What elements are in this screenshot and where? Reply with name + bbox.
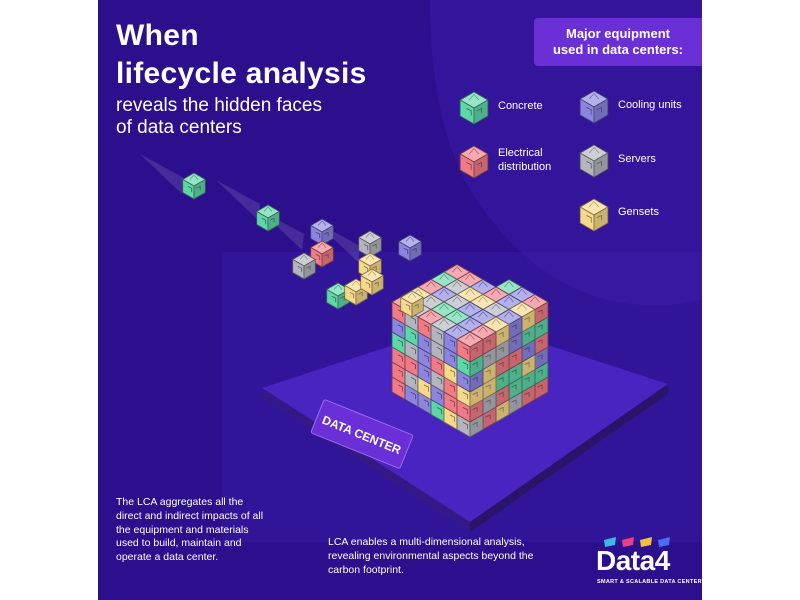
- legend-label-line: distribution: [498, 161, 552, 173]
- title-line-2: lifecycle analysis: [116, 57, 367, 90]
- legend-label-line: Concrete: [498, 100, 543, 112]
- legend-swatch-icon: [579, 198, 609, 232]
- legend-label-line: Electrical: [498, 147, 543, 159]
- legend-swatch-icon: [579, 90, 609, 124]
- legend-swatch-icon: [459, 145, 489, 179]
- equipment-block: [456, 331, 484, 363]
- equipment-block: [358, 230, 382, 258]
- legend-swatch-icon: [459, 91, 489, 125]
- legend-icons: [459, 90, 609, 232]
- subtitle-line-1: reveals the hidden faces: [116, 95, 322, 116]
- equipment-block: [256, 204, 280, 232]
- legend-title-line-2: used in data centers:: [552, 42, 684, 57]
- legend-label-electrical-distribution: Electrical distribution: [498, 146, 551, 174]
- logo-flag-shape: [640, 537, 652, 547]
- logo-flag-shape: [658, 537, 670, 547]
- lca-multidimensional-paragraph: LCA enables a multi-dimensional analysis…: [328, 536, 534, 576]
- platform-side: [470, 384, 668, 532]
- subtitle-line-2: of data centers: [116, 117, 242, 138]
- legend-label-gensets: Gensets: [618, 205, 659, 219]
- equipment-block: [310, 240, 334, 268]
- lca-aggregates-paragraph: The LCA aggregates all the direct and in…: [116, 496, 264, 564]
- equipment-block: [310, 218, 334, 246]
- equipment-block: [360, 268, 384, 296]
- title-line-1: When: [116, 19, 199, 52]
- equipment-cube: [182, 172, 549, 438]
- legend-label-line: Cooling units: [618, 99, 682, 111]
- logo-tagline: SMART & SCALABLE DATA CENTERS: [597, 579, 706, 585]
- background-panel: [430, 0, 702, 306]
- legend-swatch-icon: [579, 144, 609, 178]
- logo-flag-shape: [604, 537, 616, 547]
- legend-label-servers: Servers: [618, 152, 656, 166]
- legend-label-concrete: Concrete: [498, 99, 543, 113]
- equipment-block: [400, 290, 424, 318]
- platform-label-box: [310, 399, 414, 469]
- equipment-block: [398, 234, 422, 262]
- logo-flag-icon: [604, 537, 670, 547]
- legend-label-cooling-units: Cooling units: [618, 98, 682, 112]
- legend-label-line: Gensets: [618, 206, 659, 218]
- legend-title-line-1: Major equipment: [565, 26, 670, 41]
- equipment-block: [182, 172, 206, 200]
- motion-trail: [140, 154, 184, 194]
- legend-label-line: Servers: [618, 153, 656, 165]
- logo-flag-shape: [622, 537, 634, 547]
- data4-logo: Data4: [596, 545, 670, 576]
- motion-trail: [216, 180, 260, 220]
- equipment-block: [292, 252, 316, 280]
- legend-title: Major equipment used in data centers:: [534, 18, 702, 66]
